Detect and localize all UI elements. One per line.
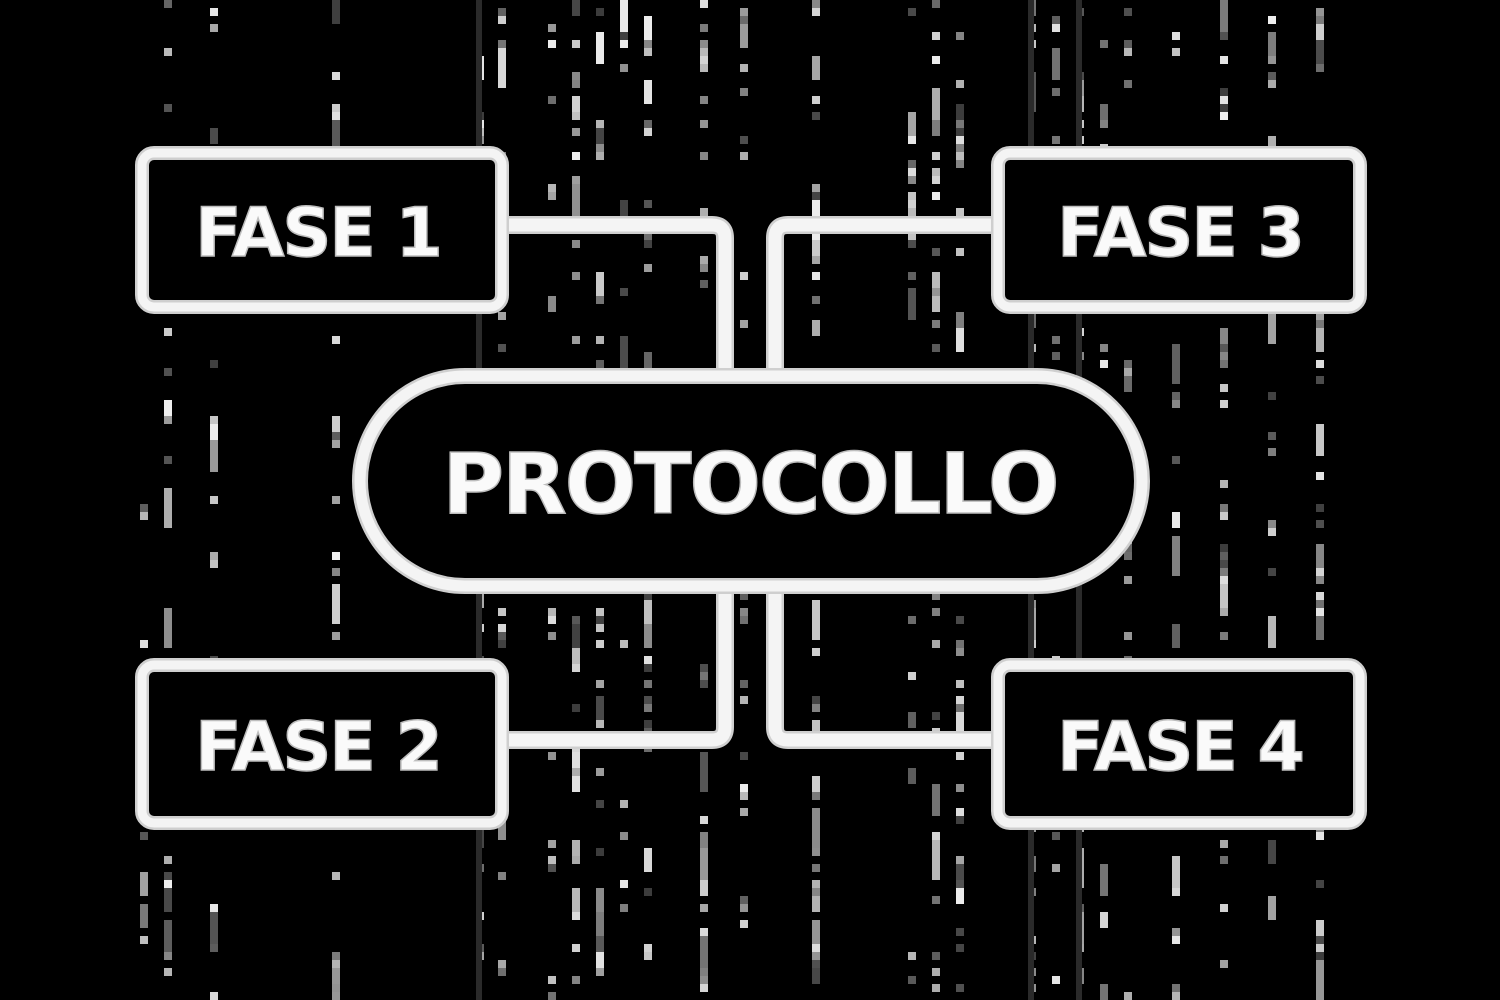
protocol-node: PROTOCOLLO bbox=[352, 368, 1150, 594]
phase-box-2: FASE 2 bbox=[135, 658, 509, 830]
phase-box-1: FASE 1 bbox=[135, 146, 509, 314]
phase-box-4: FASE 4 bbox=[991, 658, 1367, 830]
phase-box-3: FASE 3 bbox=[991, 146, 1367, 314]
phase-label-2: FASE 2 bbox=[195, 708, 441, 787]
phase-label-4: FASE 4 bbox=[1057, 708, 1303, 787]
protocol-label: PROTOCOLLO bbox=[443, 435, 1058, 533]
phase-label-1: FASE 1 bbox=[195, 194, 441, 273]
connectors bbox=[500, 216, 1000, 749]
phase-label-3: FASE 3 bbox=[1057, 194, 1303, 273]
